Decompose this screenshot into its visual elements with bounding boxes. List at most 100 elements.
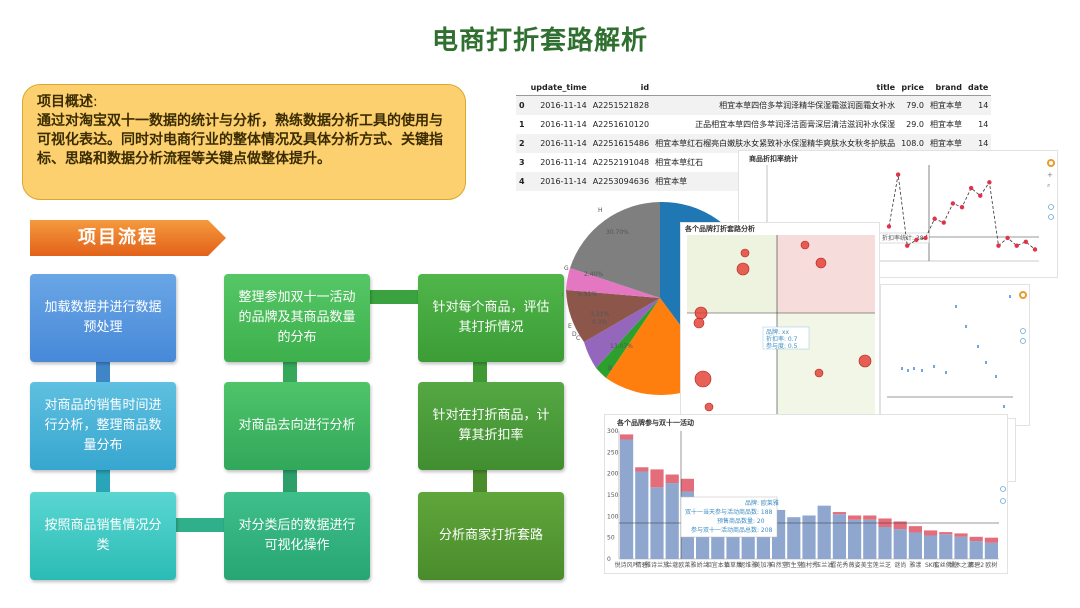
- table-cell: A2251521828: [589, 95, 653, 115]
- overview-colon: :: [93, 94, 98, 110]
- bar-base: [665, 483, 679, 559]
- quadrant-point: [740, 248, 750, 258]
- quadrant-point: [800, 240, 810, 250]
- flow-step-4: 整理参加双十一活动的品牌及其商品数量的分布: [224, 274, 370, 362]
- table-cell: 2016-11-14: [527, 134, 590, 153]
- line-point: [932, 216, 937, 221]
- bar-category-label: 美宝莲: [861, 561, 879, 569]
- table-cell: 2: [516, 134, 528, 153]
- bar-category-label: 美加净: [754, 561, 772, 569]
- bar-extra: [863, 515, 877, 520]
- bar-ytick-label: 300: [607, 428, 619, 435]
- table-cell: 2016-11-14: [540, 120, 587, 129]
- connector: [283, 468, 297, 496]
- line-point: [1014, 243, 1019, 248]
- bar-category-label: 悦木之源: [949, 561, 973, 569]
- bar-extra: [848, 515, 862, 520]
- strip-tick: [1003, 405, 1005, 408]
- quadrant-chart-title: 各个品牌打折套路分析: [684, 224, 755, 233]
- bar-ytick-label: 0: [607, 556, 611, 563]
- line-point: [923, 235, 928, 241]
- line-point: [886, 224, 892, 229]
- table-cell: 相宜本草: [926, 134, 965, 153]
- quadrant-tooltip-line: 参与度: 0.5: [766, 342, 798, 350]
- color-wheel-icon[interactable]: [1019, 291, 1027, 299]
- pie-pct-label: 0.3%: [592, 319, 608, 326]
- quadrant-point: [858, 354, 872, 368]
- flow-step-6: 对分类后的数据进行可视化操作: [224, 492, 370, 580]
- table-cell: 相宜本草: [929, 120, 962, 129]
- reset-icon[interactable]: [1048, 204, 1054, 210]
- bar-base: [939, 534, 953, 559]
- bar-extra: [984, 537, 998, 543]
- line-point: [996, 243, 1001, 248]
- bar-category-label: SKII: [925, 562, 937, 569]
- brand-quadrant-chart: 各个品牌打折套路分析 品牌: xx 折扣率: 0.7 参与度: 0.5: [684, 224, 875, 417]
- line-point: [1032, 247, 1038, 252]
- table-cell: 相宜本草: [926, 95, 965, 115]
- table-cell: 14: [964, 134, 992, 153]
- bar-category-label: 蜜丝佛陀: [934, 561, 958, 569]
- hover-icon[interactable]: [1020, 338, 1026, 344]
- pie-label: F: [562, 293, 564, 300]
- bar-ytick-label: 50: [607, 535, 615, 542]
- line-point: [987, 180, 992, 185]
- bar-extra: [635, 467, 649, 472]
- pie-label: E: [568, 323, 572, 330]
- hover-icon[interactable]: [1048, 214, 1054, 220]
- bar-category-label: 倩碧2: [968, 561, 984, 569]
- table-row: 3 2016-11-14 A2252191048 相宜本草红石: [516, 153, 991, 172]
- bar-base: [893, 529, 907, 559]
- bar-category-label: 资生堂: [785, 561, 803, 569]
- strip-tick: [977, 345, 979, 348]
- table-header: date: [964, 80, 992, 96]
- line-point: [1023, 239, 1029, 244]
- bar-base: [969, 541, 983, 559]
- bar-category-label: 薇姿: [849, 561, 861, 569]
- line-point: [968, 185, 974, 191]
- table-cell: 4: [516, 172, 528, 191]
- connector: [96, 468, 110, 496]
- table-row: 1 2016-11-14 A2251610120 正品相宜本草四倍多萃润泽洁面膏…: [516, 115, 991, 134]
- pan-icon[interactable]: +: [1047, 171, 1053, 179]
- quadrant-point: [693, 317, 705, 329]
- line-point: [959, 205, 965, 210]
- hover-icon[interactable]: [1000, 498, 1006, 504]
- bar-category-label: 娇兰: [697, 561, 709, 569]
- table-cell: A2252191048: [592, 158, 650, 167]
- quadrant-tooltip-line: 品牌: xx: [766, 328, 789, 336]
- table-header: id: [589, 80, 653, 96]
- table-header: [516, 80, 528, 96]
- bar-category-label: 悦诗风吟: [615, 561, 639, 569]
- table-cell: 29.0: [906, 120, 924, 129]
- table-cell: A2253094636: [589, 172, 653, 191]
- table-row: 0 2016-11-14 A2251521828 相宜本草四倍多萃润泽精华保湿霜…: [516, 95, 992, 115]
- bar-extra: [878, 518, 892, 527]
- color-wheel-icon[interactable]: [1047, 159, 1055, 167]
- pie-pct-label: 2.40%: [584, 271, 603, 278]
- quadrant-point: [815, 257, 827, 269]
- bar-tooltip-line: 预售商品数量: 20: [717, 517, 765, 525]
- bar-extra: [620, 434, 634, 440]
- bar-base: [787, 517, 801, 559]
- zoom-icon[interactable]: ⌕: [1047, 182, 1050, 189]
- bar-category-label: 佰草集: [724, 561, 742, 569]
- flow-step-1: 加载数据并进行数据预处理: [30, 274, 176, 362]
- reset-icon[interactable]: [1000, 486, 1006, 492]
- bar-base: [802, 515, 816, 559]
- bar-extra: [893, 521, 907, 530]
- bar-extra: [939, 532, 953, 535]
- bar-ytick-label: 250: [607, 449, 619, 456]
- flow-step-8: 针对在打折商品，计算其折扣率: [418, 382, 564, 470]
- pie-slice-d: [584, 298, 660, 368]
- pie-slice-f: [566, 268, 660, 298]
- reset-icon[interactable]: [1020, 328, 1026, 334]
- table-cell: 14: [978, 120, 989, 129]
- bar-base: [863, 519, 877, 559]
- bar-base: [635, 471, 649, 559]
- table-header: update_time: [527, 80, 590, 96]
- bar-base: [817, 505, 831, 559]
- strip-tick: [901, 367, 903, 370]
